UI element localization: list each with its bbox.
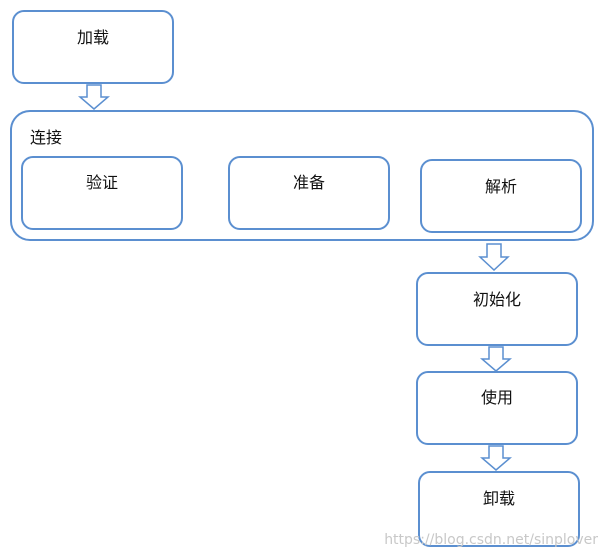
load-label: 加载: [76, 28, 109, 47]
resolve-box: 解析: [420, 159, 582, 233]
prepare-box: 准备: [228, 156, 390, 230]
watermark-text: https://blog.csdn.net/sinplover: [384, 532, 598, 548]
unload-label: 卸载: [482, 489, 515, 508]
initialize-box: 初始化: [416, 272, 578, 346]
down-arrow-icon: [478, 243, 510, 271]
load-box: 加载: [12, 10, 174, 84]
down-arrow-icon: [480, 346, 512, 372]
unload-box: 卸载: [418, 471, 580, 547]
use-box: 使用: [416, 371, 578, 445]
initialize-label: 初始化: [472, 290, 521, 309]
verify-box: 验证: [21, 156, 183, 230]
linking-title: 连接: [30, 128, 63, 147]
verify-label: 验证: [85, 173, 118, 192]
use-label: 使用: [480, 388, 513, 407]
resolve-label: 解析: [484, 177, 517, 196]
prepare-label: 准备: [292, 173, 325, 192]
down-arrow-icon: [480, 445, 512, 471]
down-arrow-icon: [78, 84, 110, 110]
